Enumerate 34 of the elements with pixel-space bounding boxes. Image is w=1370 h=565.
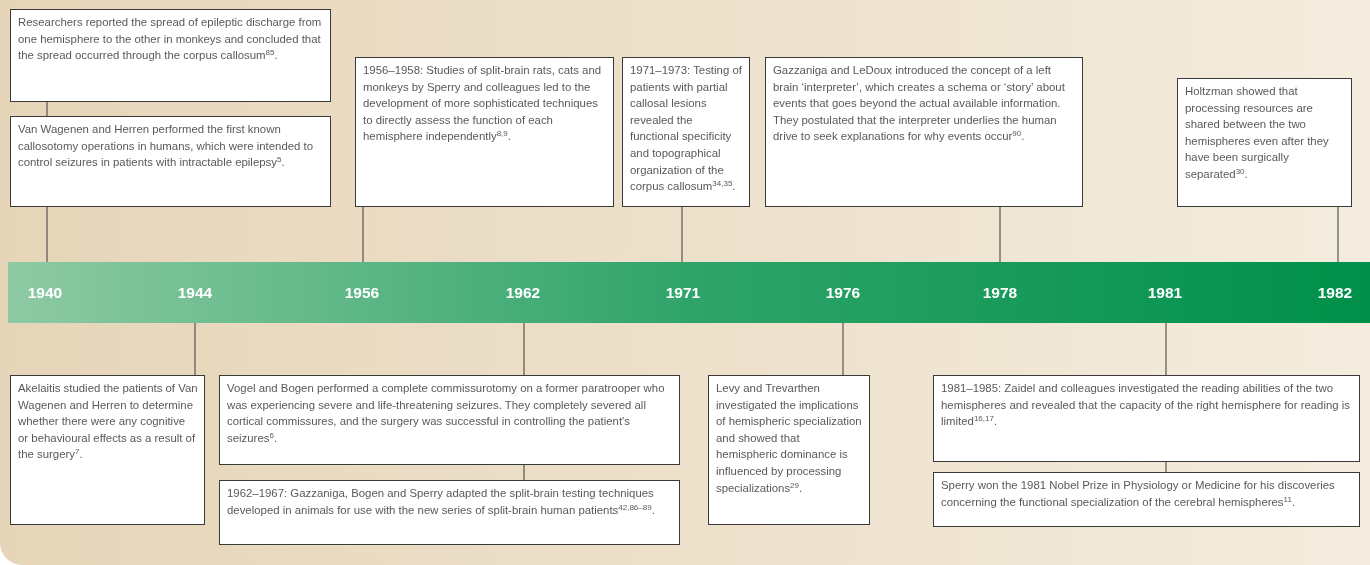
timeline-bar xyxy=(8,262,1370,323)
connector-line xyxy=(523,464,525,481)
connector-line xyxy=(1165,322,1167,376)
event-box: Akelaitis studied the patients of Van Wagenen and Herren to determine whether there were any cognitive or behavioural effects as a result of the surgery$^{7}$. xyxy=(10,375,205,525)
connector-line xyxy=(681,206,683,263)
connector-line xyxy=(1165,461,1167,473)
connector-line xyxy=(362,206,364,263)
event-box: Vogel and Bogen performed a complete commissurotomy on a former paratrooper who was experiencing severe and life-threatening seizures. They completely severed all cortical commissures, and the surgery was successful in controlling the patient's seizures$^{6}$. xyxy=(219,375,680,465)
year-label: 1940 xyxy=(10,262,80,323)
connector-line xyxy=(999,206,1001,263)
year-label: 1956 xyxy=(327,262,397,323)
event-box: 1962–1967: Gazzaniga, Bogen and Sperry adapted the split-brain testing techniques developed in animals for use with the new series of split-brain human patients$^{42,86–89}$. xyxy=(219,480,680,545)
year-label: 1944 xyxy=(160,262,230,323)
event-box: 1956–1958: Studies of split-brain rats, cats and monkeys by Sperry and colleagues led to the development of more sophisticated techniques to directly assess the function of each hemisphere independently$^{8,9}$. xyxy=(355,57,614,207)
event-box: Sperry won the 1981 Nobel Prize in Physiology or Medicine for his discoveries concerning the functional specialization of the cerebral hemispheres$^{11}$. xyxy=(933,472,1360,527)
year-label: 1978 xyxy=(965,262,1035,323)
year-label: 1976 xyxy=(808,262,878,323)
connector-line xyxy=(523,322,525,376)
event-box: Researchers reported the spread of epileptic discharge from one hemisphere to the other in monkeys and concluded that the spread occurred through the corpus callosum$^{85}$. xyxy=(10,9,331,102)
event-box: Gazzaniga and LeDoux introduced the concept of a left brain ‘interpreter’, which creates a schema or ‘story’ about events that goes beyond the actual available information. They postulated that the interpreter underlies the human drive to seek explanations for why events occur$^{90}$. xyxy=(765,57,1083,207)
year-label: 1982 xyxy=(1300,262,1370,323)
event-box: Van Wagenen and Herren performed the first known callosotomy operations in humans, which were intended to control seizures in patients with intractable epilepsy$^{5}$. xyxy=(10,116,331,207)
year-label: 1962 xyxy=(488,262,558,323)
connector-line xyxy=(842,322,844,376)
connector-line xyxy=(194,322,196,376)
event-box: Holtzman showed that processing resources are shared between the two hemispheres even after they have been surgically separated$^{30}$. xyxy=(1177,78,1352,207)
connector-line xyxy=(46,101,48,117)
event-box: Levy and Trevarthen investigated the implications of hemispheric specialization and showed that hemispheric dominance is influenced by processing specializations$^{29}$. xyxy=(708,375,870,525)
year-label: 1971 xyxy=(648,262,718,323)
year-label: 1981 xyxy=(1130,262,1200,323)
connector-line xyxy=(46,206,48,263)
connector-line xyxy=(1337,206,1339,263)
event-box: 1971–1973: Testing of patients with partial callosal lesions revealed the functional specificity and topographical organization of the corpus callosum$^{34,35}$. xyxy=(622,57,750,207)
event-box: 1981–1985: Zaidel and colleagues investigated the reading abilities of the two hemispheres and revealed that the capacity of the right hemisphere for reading is limited$^{16,17}$. xyxy=(933,375,1360,462)
